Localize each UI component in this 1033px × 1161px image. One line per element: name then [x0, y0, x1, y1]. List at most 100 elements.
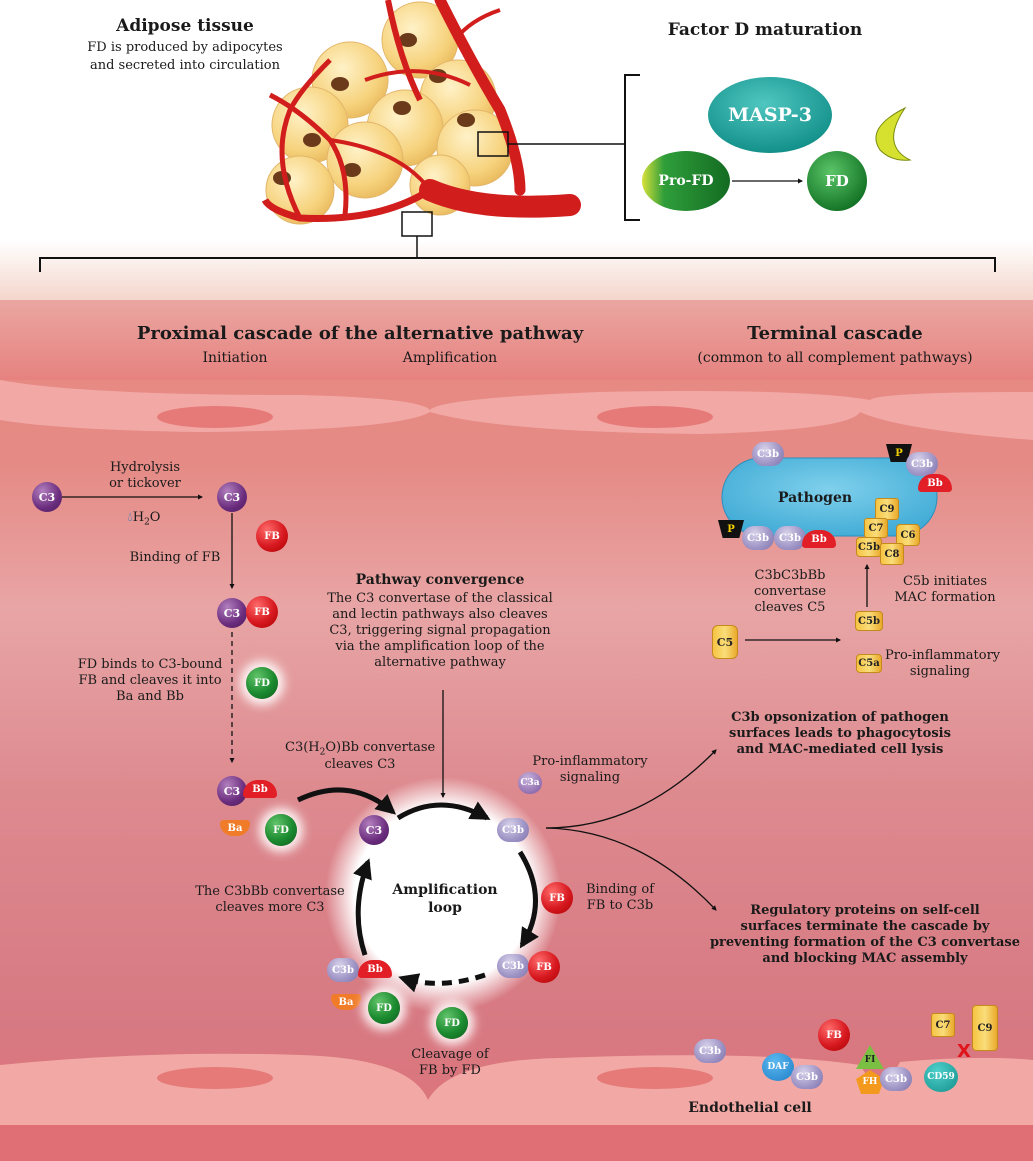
- opsonization-line3: and MAC-mediated cell lysis: [736, 742, 944, 757]
- maturation-bracket: [624, 74, 640, 221]
- terminal-proinf-line1: Pro-inflammatory: [885, 648, 1001, 663]
- maturation-title: Factor D maturation: [667, 20, 863, 40]
- adipose-tissue-illustration: [261, 0, 625, 258]
- daf-protein: DAF: [762, 1053, 794, 1081]
- regulatory-line2: surfaces terminate the cascade by: [740, 919, 990, 934]
- fd-binds-line3: Ba and Bb: [116, 689, 184, 704]
- convergence-line4: via the amplification loop of the: [335, 639, 545, 654]
- fb-molecule: FB: [256, 520, 288, 552]
- endothelial-c3b: C3b: [791, 1065, 823, 1089]
- c3bc3bbb-line2: convertase: [753, 584, 827, 599]
- upper-endothelial-cells: [0, 380, 1033, 440]
- properdin: P: [886, 444, 912, 462]
- loop-c3b-molecule: C3b: [497, 954, 529, 978]
- profd-label: Pro-FD: [658, 173, 714, 189]
- hydrolysis-line1: Hydrolysis: [109, 460, 181, 475]
- c3h2obb-convertase-line2: cleaves C3: [324, 757, 396, 772]
- nucleus: [597, 406, 713, 428]
- nucleus: [597, 1067, 713, 1089]
- loop-arrows: [296, 787, 539, 993]
- loop-fd-molecule: FD: [368, 992, 400, 1024]
- binding-fb-c3b-line1: Binding of: [585, 882, 655, 897]
- terminal-proinf-line2: signaling: [909, 664, 971, 679]
- c8-component: C8: [880, 543, 904, 565]
- c5a-component: C5a: [856, 654, 882, 673]
- loop-c3b-molecule: C3b: [327, 958, 359, 982]
- regulatory-line4: and blocking MAC assembly: [762, 951, 968, 966]
- loop-c3b-molecule: C3b: [497, 818, 529, 842]
- propeptide-shape: [875, 106, 912, 161]
- mac-line2: MAC formation: [894, 590, 996, 605]
- more-c3-line1: The C3bBb convertase: [195, 884, 345, 899]
- loop-fd-molecule: FD: [436, 1007, 468, 1039]
- pathogen-c3b: C3b: [906, 452, 938, 476]
- proximal-title: Proximal cascade of the alternative path…: [136, 323, 584, 344]
- c3bc3bbb-line3: cleaves C5: [754, 600, 826, 615]
- initiation-label: Initiation: [202, 350, 268, 366]
- c5b-component: C5b: [855, 611, 883, 631]
- opsonization-line2: surfaces leads to phagocytosis: [729, 726, 951, 741]
- cleavage-line2: FB by FD: [419, 1063, 481, 1078]
- c7-component: C7: [864, 518, 888, 538]
- nucleus: [157, 1067, 273, 1089]
- pathogen-bb: Bb: [802, 530, 836, 548]
- fd-binds-line2: FB and cleaves it into: [78, 673, 222, 688]
- fd-molecule: FD: [265, 814, 297, 846]
- binding-fb-c3b-line2: FB to C3b: [586, 898, 654, 913]
- c9-component: C9: [875, 498, 899, 520]
- masp3-label: MASP-3: [728, 104, 812, 126]
- pathogen-label: Pathogen: [777, 490, 853, 506]
- c3-molecule: C3: [217, 598, 247, 628]
- endothelial-fb: FB: [818, 1019, 850, 1051]
- pathogen-c3b: C3b: [774, 526, 806, 550]
- masp3-shape: [708, 77, 832, 153]
- endothelial-c3b: C3b: [880, 1067, 912, 1091]
- h2o-label: 💧︎H2O: [127, 510, 161, 528]
- c3a-fragment: C3a: [518, 772, 542, 794]
- amplification-label: Amplification: [402, 350, 498, 366]
- ba-fragment: Ba: [220, 820, 250, 836]
- c3-h2o-molecule: C3: [217, 482, 247, 512]
- terminal-subtitle: (common to all complement pathways): [697, 350, 973, 366]
- cascade-bracket: [39, 257, 996, 272]
- opsonization-line1: C3b opsonization of pathogen: [731, 710, 949, 725]
- loop-title-line1: Amplification: [392, 882, 498, 898]
- loop-ba-fragment: Ba: [331, 994, 361, 1010]
- cd59-protein: CD59: [924, 1062, 958, 1092]
- fb-molecule: FB: [246, 596, 278, 628]
- pathogen-bb: Bb: [918, 474, 952, 492]
- endothelial-c3b: C3b: [694, 1039, 726, 1063]
- loop-bb-fragment: Bb: [358, 960, 392, 978]
- convergence-line2: and lectin pathways also cleaves: [332, 607, 548, 622]
- c5-component: C5: [712, 625, 738, 659]
- bb-fragment: Bb: [243, 780, 277, 798]
- binding-fb-label: Binding of FB: [129, 550, 221, 565]
- nucleus: [157, 406, 273, 428]
- loop-title-line2: loop: [428, 900, 462, 916]
- convergence-title: Pathway convergence: [355, 572, 525, 588]
- loop-fb-molecule: FB: [541, 882, 573, 914]
- fd-molecule: FD: [246, 667, 278, 699]
- c5b-component: C5b: [856, 537, 882, 557]
- c7-component: C7: [931, 1013, 955, 1037]
- fd-label: FD: [825, 172, 849, 190]
- terminal-title: Terminal cascade: [747, 323, 923, 344]
- c3h2obb-convertase-line1: C3(H2O)Bb convertase: [285, 740, 436, 758]
- loop-proinf-line2: signaling: [559, 770, 621, 785]
- convergence-line3: C3, triggering signal propagation: [329, 623, 551, 638]
- c9-component: C9: [972, 1005, 998, 1051]
- hydrolysis-line2: or tickover: [109, 476, 181, 491]
- c3-molecule: C3: [32, 482, 62, 512]
- adipose-title: Adipose tissue: [116, 16, 254, 36]
- loop-fb-molecule: FB: [528, 951, 560, 983]
- adipose-desc-line2: and secreted into circulation: [89, 58, 280, 73]
- pathogen-c3b: C3b: [742, 526, 774, 550]
- more-c3-line2: cleaves more C3: [215, 900, 325, 915]
- convergence-line5: alternative pathway: [374, 655, 506, 670]
- c6-component: C6: [896, 524, 920, 546]
- cleavage-line1: Cleavage of: [411, 1047, 489, 1062]
- loop-c3-molecule: C3: [359, 815, 389, 845]
- loop-proinf-line1: Pro-inflammatory: [532, 754, 648, 769]
- fd-shape: [807, 151, 867, 211]
- c3bc3bbb-line1: C3bC3bBb: [754, 568, 826, 583]
